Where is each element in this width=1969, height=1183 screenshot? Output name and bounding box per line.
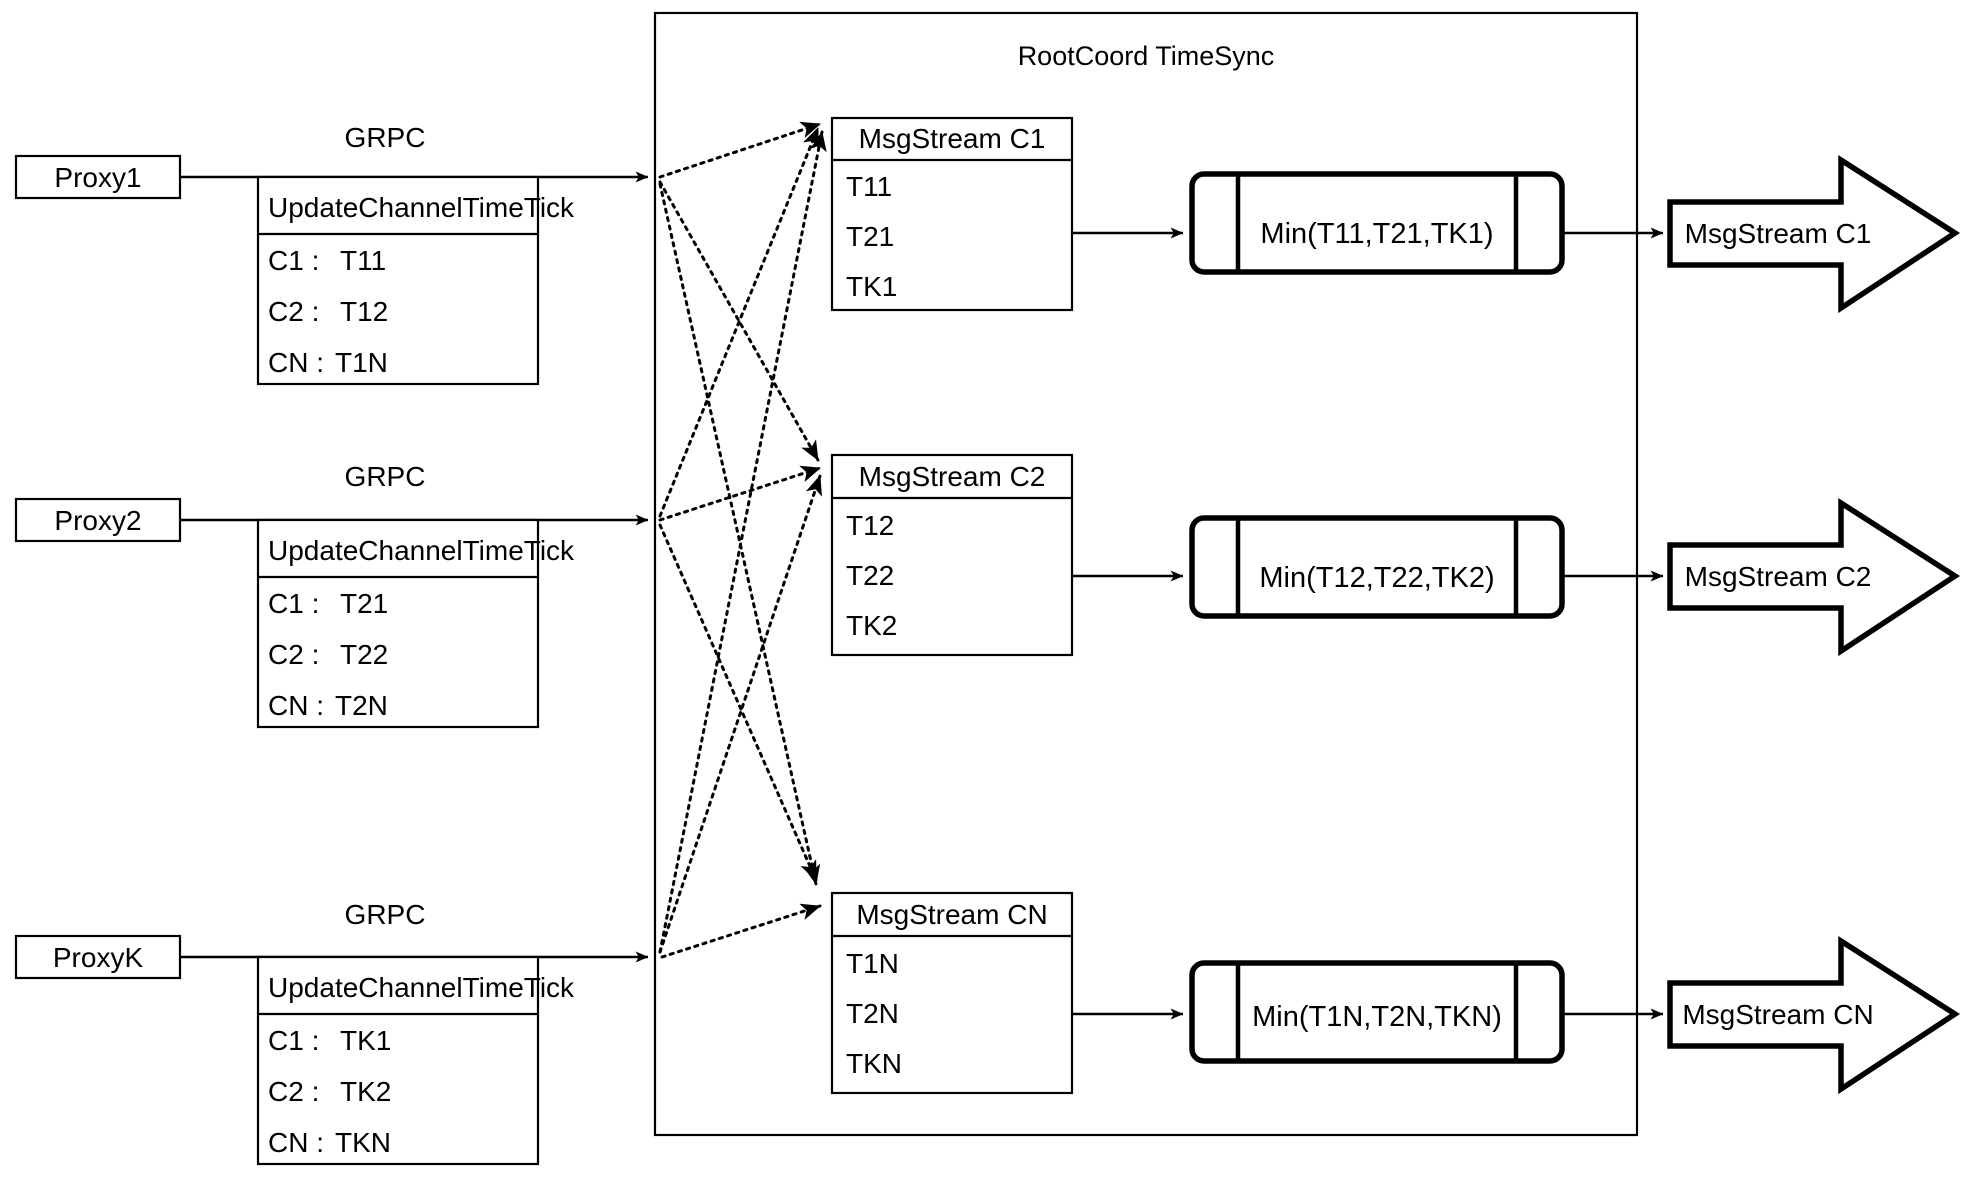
channel-group-2: MsgStream C2 T12 T22 TK2 Min(T12,T22,TK2… bbox=[830, 453, 1961, 657]
grpc-label-2: GRPC bbox=[345, 461, 426, 492]
proxy-group-2: GRPC Proxy2 UpdateChannelTimeTick C1 : T… bbox=[14, 461, 649, 729]
proxy-label-3: ProxyK bbox=[53, 942, 144, 973]
rpc-box-header-2: UpdateChannelTimeTick bbox=[268, 535, 575, 566]
fanout-edge-p1-cn bbox=[658, 182, 821, 886]
min-label-2: Min(T12,T22,TK2) bbox=[1259, 562, 1494, 594]
fanout-edge-p1-c1 bbox=[658, 121, 822, 179]
output-arrow-3: MsgStream CN bbox=[1667, 935, 1961, 1095]
output-arrow-1: MsgStream C1 bbox=[1667, 154, 1961, 314]
rpc-row-tick-3-2: TKN bbox=[335, 1127, 391, 1158]
min-label-3: Min(T1N,T2N,TKN) bbox=[1252, 1001, 1502, 1033]
min-node-3[interactable]: Min(T1N,T2N,TKN) bbox=[1189, 960, 1565, 1064]
rpc-row-channel-3-0: C1 : bbox=[268, 1025, 327, 1056]
rpc-row-channel-1-2: CN : bbox=[268, 347, 332, 378]
proxy-label-1: Proxy1 bbox=[54, 162, 141, 193]
rpc-row-tick-2-2: T2N bbox=[335, 690, 388, 721]
msgstream-tick-3-1: T2N bbox=[846, 998, 899, 1029]
msgstream-tick-1-2: TK1 bbox=[846, 271, 897, 302]
fanout-edge-p2-cn bbox=[658, 523, 818, 882]
proxy-label-2: Proxy2 bbox=[54, 505, 141, 536]
rpc-box-3: UpdateChannelTimeTick C1 : TK1 C2 : TK2 … bbox=[256, 955, 575, 1166]
rpc-box-header-3: UpdateChannelTimeTick bbox=[268, 972, 575, 1003]
proxy-group-3: GRPC ProxyK UpdateChannelTimeTick C1 : T… bbox=[14, 899, 649, 1166]
proxy-box-1[interactable] bbox=[14, 154, 182, 200]
rpc-row-tick-1-2: T1N bbox=[335, 347, 388, 378]
rpc-row-tick-2-0: T21 bbox=[340, 588, 388, 619]
min-node-1[interactable]: Min(T11,T21,TK1) bbox=[1189, 171, 1565, 275]
msgstream-title-3: MsgStream CN bbox=[856, 899, 1047, 930]
rpc-row-channel-3-1: C2 : bbox=[268, 1076, 327, 1107]
fanout-edge-p2-c2 bbox=[658, 465, 822, 522]
rpc-box-header-1: UpdateChannelTimeTick bbox=[268, 192, 575, 223]
min-label-1: Min(T11,T21,TK1) bbox=[1260, 218, 1493, 250]
msgstream-title-1: MsgStream C1 bbox=[859, 123, 1046, 154]
container-title: RootCoord TimeSync bbox=[1018, 41, 1275, 71]
fanout-edge-p2-c1 bbox=[658, 126, 820, 518]
output-label-1: MsgStream C1 bbox=[1685, 218, 1872, 249]
grpc-label-1: GRPC bbox=[345, 122, 426, 153]
rpc-row-tick-2-1: T22 bbox=[340, 639, 388, 670]
msgstream-tick-2-0: T12 bbox=[846, 510, 894, 541]
min-node-2[interactable]: Min(T12,T22,TK2) bbox=[1189, 515, 1565, 619]
msgstream-tick-2-2: TK2 bbox=[846, 610, 897, 641]
msgstream-box-3: MsgStream CN T1N T2N TKN bbox=[830, 891, 1074, 1095]
channel-group-1: MsgStream C1 T11 T21 TK1 Min(T11,T21,TK1… bbox=[830, 116, 1961, 314]
msgstream-tick-2-1: T22 bbox=[846, 560, 894, 591]
rpc-row-tick-1-0: T11 bbox=[340, 245, 386, 276]
proxy-box-3[interactable] bbox=[14, 934, 182, 980]
fanout-edge-p1-c2 bbox=[658, 180, 820, 462]
output-arrow-2: MsgStream C2 bbox=[1667, 497, 1961, 657]
msgstream-tick-1-0: T11 bbox=[846, 171, 892, 202]
rpc-row-channel-1-1: C2 : bbox=[268, 296, 327, 327]
rpc-box-2: UpdateChannelTimeTick C1 : T21 C2 : T22 … bbox=[256, 518, 575, 729]
msgstream-tick-3-0: T1N bbox=[846, 948, 899, 979]
rpc-row-tick-1-1: T12 bbox=[340, 296, 388, 327]
output-label-2: MsgStream C2 bbox=[1685, 561, 1872, 592]
rpc-row-channel-2-0: C1 : bbox=[268, 588, 327, 619]
rpc-row-channel-1-0: C1 : bbox=[268, 245, 327, 276]
channel-group-3: MsgStream CN T1N T2N TKN Min(T1N,T2N,TKN… bbox=[830, 891, 1961, 1095]
msgstream-box-1: MsgStream C1 T11 T21 TK1 bbox=[830, 116, 1074, 312]
fanout-edge-pk-cn bbox=[660, 903, 822, 959]
msgstream-tick-3-2: TKN bbox=[846, 1048, 902, 1079]
msgstream-title-2: MsgStream C2 bbox=[859, 461, 1046, 492]
output-label-3: MsgStream CN bbox=[1682, 999, 1873, 1030]
rpc-row-tick-3-1: TK2 bbox=[340, 1076, 391, 1107]
grpc-label-3: GRPC bbox=[345, 899, 426, 930]
fanout-edge-pk-c2 bbox=[658, 474, 823, 954]
proxy-group-1: GRPC Proxy1 UpdateChannelTimeTick C1 : T… bbox=[14, 122, 649, 386]
msgstream-box-2: MsgStream C2 T12 T22 TK2 bbox=[830, 453, 1074, 657]
rpc-row-channel-2-2: CN : bbox=[268, 690, 332, 721]
fanout-edge-pk-c1 bbox=[658, 130, 827, 954]
msgstream-tick-1-1: T21 bbox=[846, 221, 894, 252]
rpc-box-1: UpdateChannelTimeTick C1 : T11 C2 : T12 … bbox=[256, 175, 575, 386]
rpc-row-channel-3-2: CN : bbox=[268, 1127, 332, 1158]
rpc-row-tick-3-0: TK1 bbox=[340, 1025, 391, 1056]
rpc-row-channel-2-1: C2 : bbox=[268, 639, 327, 670]
timetick-fanout-edges bbox=[658, 121, 827, 959]
